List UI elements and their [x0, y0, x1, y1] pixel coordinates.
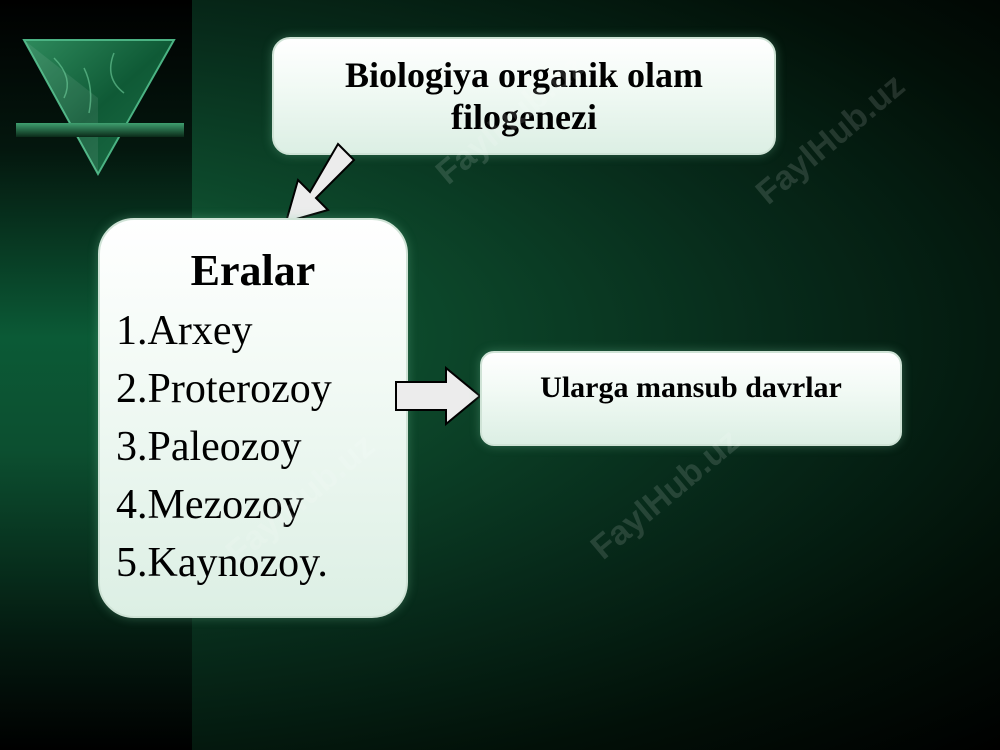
phylogeny-title-line1: Biologiya organik olam — [344, 55, 704, 95]
right-arrow-icon — [395, 365, 482, 427]
periods-box: Ularga mansub davrlar — [480, 351, 902, 446]
green-marble-triangle-icon — [16, 39, 184, 177]
eras-title: Eralar — [190, 246, 316, 295]
eras-list: 1.Arxey 2.Proterozoy 3.Paleozoy 4.Mezozo… — [100, 302, 332, 592]
phylogeny-title-box: Biologiya organik olam filogenezi — [272, 37, 776, 155]
down-left-arrow-icon — [284, 142, 356, 224]
era-item: 5.Kaynozoy. — [116, 540, 328, 586]
phylogeny-title-line2: filogenezi — [451, 97, 597, 137]
era-item: 4.Mezozoy — [116, 482, 304, 528]
periods-label: Ularga mansub davrlar — [540, 371, 842, 404]
era-item: 2.Proterozoy — [116, 366, 332, 412]
era-item: 3.Paleozoy — [116, 424, 302, 470]
eras-box: Eralar 1.Arxey 2.Proterozoy 3.Paleozoy 4… — [98, 218, 408, 618]
era-item: 1.Arxey — [116, 308, 253, 354]
